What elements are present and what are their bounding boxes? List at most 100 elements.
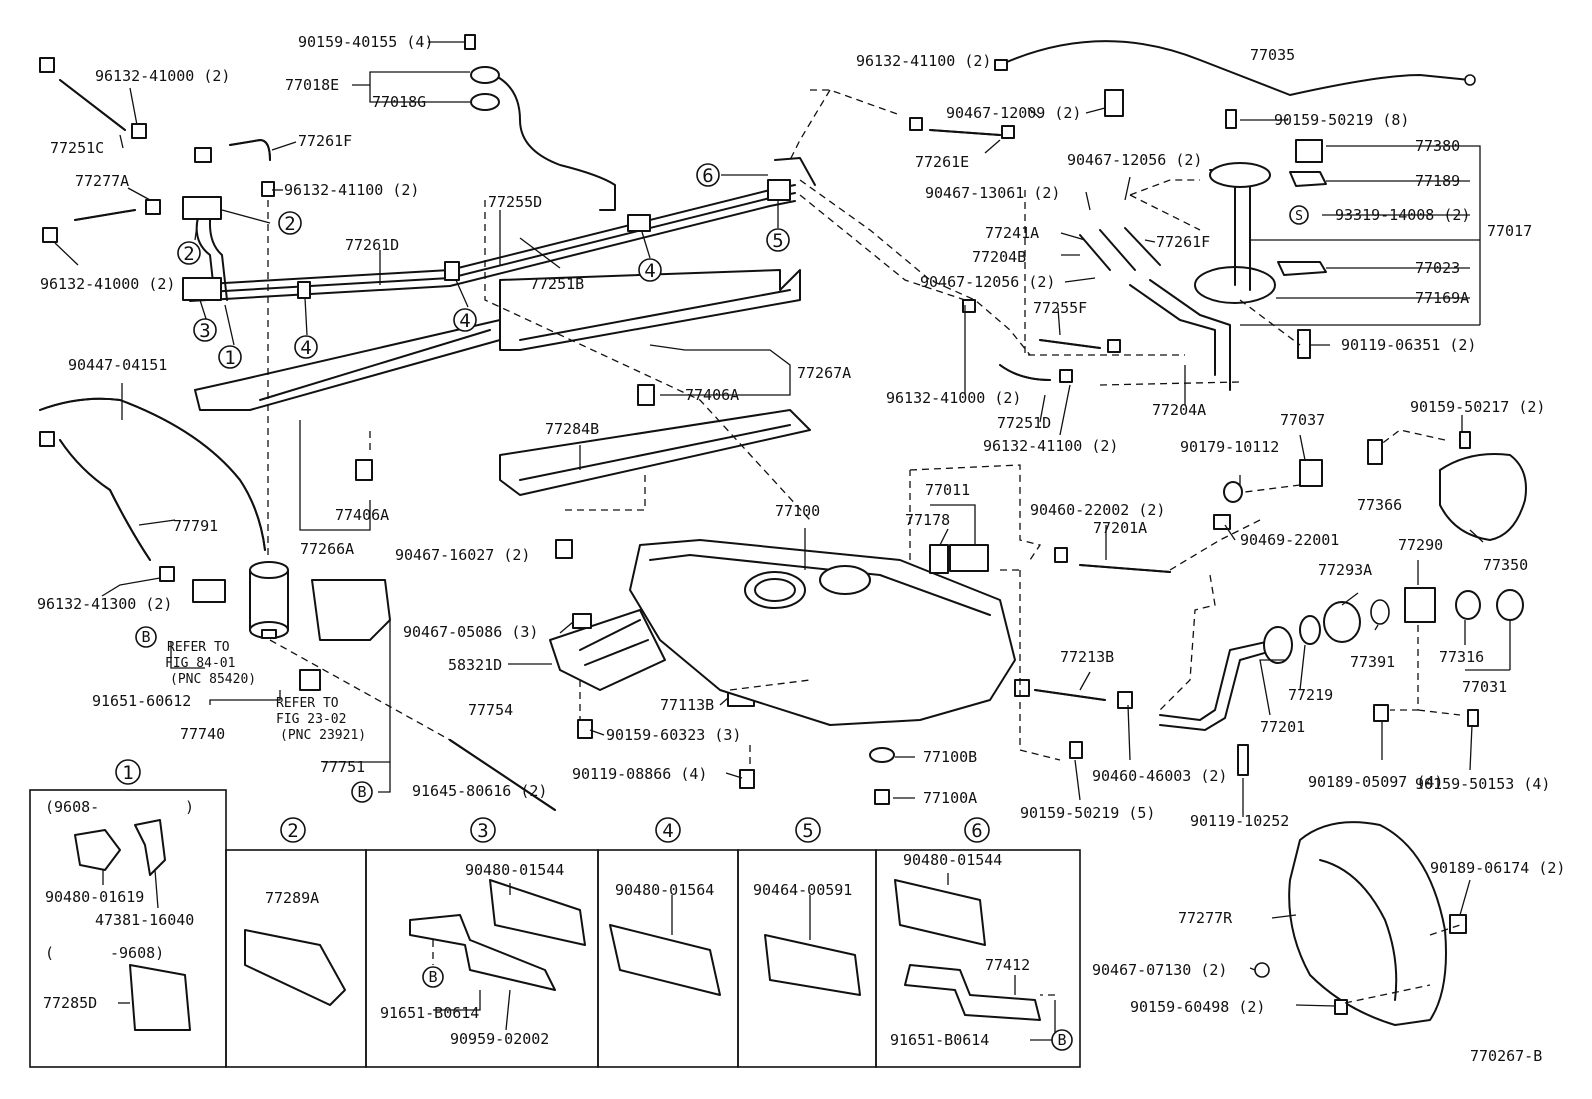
inset-3-b: B — [428, 968, 437, 986]
callout-circle-4c — [638, 258, 662, 282]
label-77261d: 77261D — [345, 236, 399, 254]
label-77261f-r: 77261F — [1156, 233, 1210, 251]
callout-b: B — [141, 628, 150, 646]
right-side-hoses — [909, 40, 1476, 391]
label-90467-16027: 90467-16027 (2) — [395, 546, 530, 564]
label-77018e: 77018E — [285, 76, 339, 94]
callout-circle-3 — [193, 318, 217, 342]
label-77293a: 77293A — [1318, 561, 1372, 579]
label-90159-50219-a: 90159-50219 (8) — [1274, 111, 1409, 129]
label-77017: 77017 — [1487, 222, 1532, 240]
label-77035: 77035 — [1250, 46, 1295, 64]
clip-90467-16027 — [555, 539, 573, 559]
inset-4-callout — [655, 817, 681, 843]
cap-77316 — [1455, 590, 1481, 620]
hose-clip-r2 — [1001, 125, 1015, 139]
valve-77011 — [949, 544, 989, 572]
filler-neck-77201 — [1263, 626, 1293, 664]
callout-circle-s — [1289, 205, 1309, 225]
inset-5-part-a: 90464-00591 — [753, 881, 852, 899]
label-90159-60498: 90159-60498 (2) — [1130, 998, 1265, 1016]
inset-6-b-callout — [1051, 1029, 1073, 1051]
label-90189-05097: 90189-05097 (4) — [1308, 773, 1443, 791]
cable-opener-77037 — [1299, 459, 1323, 487]
label-77100a: 77100A — [923, 789, 977, 807]
clip-90460-22002 — [1054, 547, 1068, 563]
callout-circle-b1 — [135, 626, 157, 648]
label-91645-80616: 91645-80616 (2) — [412, 782, 547, 800]
label-77255d: 77255D — [488, 193, 542, 211]
inset-5-num: 5 — [802, 820, 813, 842]
label-77011: 77011 — [925, 481, 970, 499]
inset-6-b: B — [1057, 1031, 1066, 1049]
label-77266a: 77266A — [300, 540, 354, 558]
cable-end — [1464, 74, 1476, 86]
label-90159-60323: 90159-60323 (3) — [606, 726, 741, 744]
bolt-90460-46003 — [1069, 741, 1083, 759]
label-77284b: 77284B — [545, 420, 599, 438]
label-90119-06351: 90119-06351 (2) — [1341, 336, 1476, 354]
label-90179-10112: 90179-10112 — [1180, 438, 1279, 456]
inset-1-date-from: (9608- — [45, 798, 99, 816]
tube-clamp-lower — [182, 277, 222, 301]
gasket-77178 — [929, 544, 949, 574]
inset-3-part-b: 91651-B0614 — [380, 1004, 479, 1022]
inset-6-part-b: 77412 — [985, 956, 1030, 974]
label-77406a-l: 77406A — [335, 506, 389, 524]
label-77754: 77754 — [468, 701, 513, 719]
label-77201: 77201 — [1260, 718, 1305, 736]
clip-90467-07130 — [1254, 962, 1270, 978]
fuel-pump-assembly — [1194, 109, 1327, 359]
ring-77219 — [1299, 615, 1321, 645]
clip-77406a-l — [355, 459, 373, 481]
tank-filler-neck — [819, 565, 871, 595]
label-77178: 77178 — [905, 511, 950, 529]
label-77277a: 77277A — [75, 172, 129, 190]
label-90467-13061: 90467-13061 (2) — [925, 184, 1060, 202]
inset-2-part-a: 77289A — [265, 889, 319, 907]
cable-clip — [994, 59, 1008, 71]
label-58321d: 58321D — [448, 656, 502, 674]
hose-clip-4 — [145, 199, 161, 215]
label-90467-12056-a: 90467-12056 (2) — [1067, 151, 1202, 169]
callout-num: 4 — [644, 260, 655, 282]
tube-clamp-4b — [444, 261, 460, 281]
callout-num: 2 — [183, 243, 194, 265]
hose-77754 — [449, 739, 556, 811]
label-77037: 77037 — [1280, 411, 1325, 429]
label-77740: 77740 — [180, 725, 225, 743]
canister-mount — [261, 629, 277, 639]
loose-hoses-left — [39, 57, 275, 243]
leader-lines — [54, 41, 1511, 1041]
hose-clip-r3 — [962, 299, 976, 313]
label-96132-41100-c: 96132-41100 (2) — [983, 437, 1118, 455]
callout-symbols: 2 2 3 1 4 4 4 6 5 B B S — [135, 163, 1309, 803]
label-77113b: 77113B — [660, 696, 714, 714]
hose-clip-r4 — [1059, 369, 1073, 383]
callout-circle-b2 — [351, 781, 373, 803]
inset-6-part-c: 91651-B0614 — [890, 1031, 989, 1049]
label-90189-06174: 90189-06174 (2) — [1430, 859, 1565, 877]
dashed-reference-lines — [267, 89, 1461, 1004]
vsv-valve — [192, 579, 226, 603]
callout-circle-6 — [696, 163, 720, 187]
inset-3-b-callout — [422, 966, 444, 988]
inset-2-callout — [280, 817, 306, 843]
fuel-door-77350 — [1439, 453, 1527, 541]
label-77023: 77023 — [1415, 259, 1460, 277]
clamp-77213b-b — [1117, 691, 1133, 709]
clip-90467-12009 — [1104, 89, 1124, 117]
label-77391: 77391 — [1350, 653, 1395, 671]
callout-circle-4b — [453, 308, 477, 332]
callout-num: 5 — [772, 230, 783, 252]
label-90159-40155: 90159-40155 (4) — [298, 33, 433, 51]
label-77251d: 77251D — [997, 414, 1051, 432]
label-77791: 77791 — [173, 517, 218, 535]
label-77366: 77366 — [1357, 496, 1402, 514]
label-77350: 77350 — [1483, 556, 1528, 574]
callout-num: 4 — [459, 310, 470, 332]
inset-1-date-to: ( — [45, 944, 54, 962]
tube-clamp-upper — [182, 196, 222, 220]
figure-code: 770267-B — [1470, 1047, 1542, 1065]
